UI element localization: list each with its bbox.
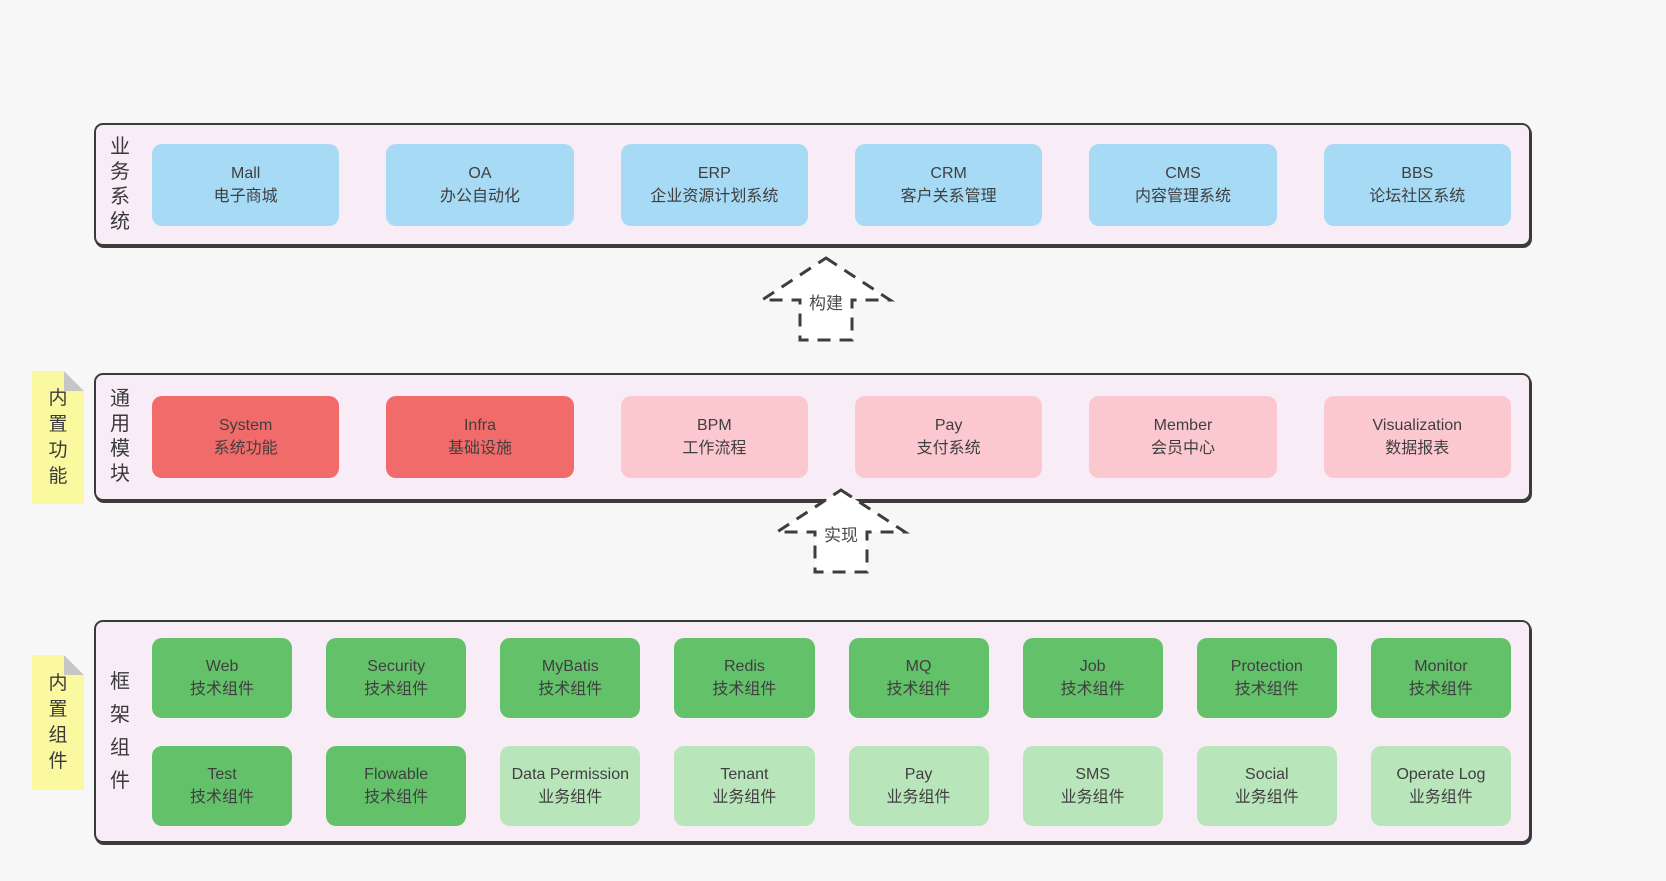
box-redis: Redis 技术组件 (674, 637, 815, 718)
box-monitor: Monitor 技术组件 (1370, 637, 1511, 718)
layer-business-systems: 业务系统 Mall 电子商城 OA 办公自动化 ERP 企业资源计划系统 CRM… (94, 123, 1531, 246)
box-operate-log: Operate Log 业务组件 (1370, 745, 1511, 826)
box-member: Member 会员中心 (1089, 396, 1277, 478)
box-visualization: Visualization 数据报表 (1323, 396, 1511, 478)
box-pay-module: Pay 支付系统 (854, 396, 1043, 478)
box-mq: MQ 技术组件 (848, 637, 989, 718)
layer-label-modules: 通用模块 (110, 388, 130, 485)
box-system: System 系统功能 (152, 396, 340, 478)
box-mall: Mall 电子商城 (152, 143, 340, 226)
build-arrow-icon: 构建 (756, 255, 896, 343)
layer-label-components: 框架组件 (110, 670, 130, 792)
box-pay-component: Pay 业务组件 (848, 745, 989, 826)
module-boxes: System 系统功能 Infra 基础设施 BPM 工作流程 Pay 支付系统… (144, 375, 1529, 499)
box-job: Job 技术组件 (1022, 637, 1163, 718)
box-bbs: BBS 论坛社区系统 (1323, 143, 1511, 226)
box-sms: SMS 业务组件 (1022, 745, 1163, 826)
box-erp: ERP 企业资源计划系统 (620, 143, 808, 226)
business-boxes: Mall 电子商城 OA 办公自动化 ERP 企业资源计划系统 CRM 客户关系… (144, 125, 1529, 244)
box-crm: CRM 客户关系管理 (854, 143, 1043, 226)
box-bpm: BPM 工作流程 (620, 396, 808, 478)
sticky-note-built-in-components: 内置组件 (32, 655, 84, 790)
implement-arrow-label: 实现 (821, 521, 861, 546)
layer-framework-components: 框架组件 Web 技术组件 Security 技术组件 MyBatis 技术组件… (94, 620, 1531, 843)
box-social: Social 业务组件 (1196, 745, 1337, 826)
layer-label-business: 业务系统 (110, 135, 130, 233)
box-flowable: Flowable 技术组件 (326, 745, 467, 826)
box-tenant: Tenant 业务组件 (674, 745, 815, 826)
box-data-permission: Data Permission 业务组件 (500, 745, 641, 826)
component-row-2: Test 技术组件 Flowable 技术组件 Data Permission … (152, 745, 1511, 826)
sticky-note-built-in-features: 内置功能 (32, 371, 84, 504)
box-oa: OA 办公自动化 (386, 143, 574, 226)
box-mybatis: MyBatis 技术组件 (500, 637, 641, 718)
box-security: Security 技术组件 (326, 637, 467, 718)
box-test: Test 技术组件 (152, 745, 293, 826)
implement-arrow-icon: 实现 (771, 487, 911, 575)
box-infra: Infra 基础设施 (386, 396, 574, 478)
layer-common-modules: 通用模块 System 系统功能 Infra 基础设施 BPM 工作流程 Pay… (94, 373, 1531, 501)
box-cms: CMS 内容管理系统 (1089, 143, 1277, 226)
component-row-1: Web 技术组件 Security 技术组件 MyBatis 技术组件 Redi… (152, 637, 1511, 718)
box-protection: Protection 技术组件 (1196, 637, 1337, 718)
box-web: Web 技术组件 (152, 637, 293, 718)
build-arrow-label: 构建 (806, 289, 846, 314)
component-boxes: Web 技术组件 Security 技术组件 MyBatis 技术组件 Redi… (144, 622, 1529, 841)
